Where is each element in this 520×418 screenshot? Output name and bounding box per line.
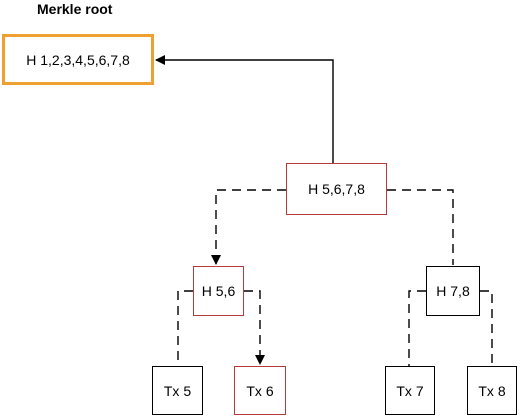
edge-h5678-to-h78 <box>387 189 454 265</box>
node-tx5[interactable]: Tx 5 <box>152 366 203 415</box>
node-tx6[interactable]: Tx 6 <box>234 366 286 415</box>
node-merkle-root[interactable]: H 1,2,3,4,5,6,7,8 <box>2 34 154 85</box>
edge-h56-to-tx5 <box>177 290 193 366</box>
node-h5678-label: H 5,6,7,8 <box>308 181 365 197</box>
node-tx7-label: Tx 7 <box>396 382 424 399</box>
node-tx5-label: Tx 5 <box>163 382 192 399</box>
node-h56-label: H 5,6 <box>201 283 236 299</box>
edge-h78-to-tx7 <box>408 290 426 366</box>
diagram-title: Merkle root <box>37 1 113 17</box>
edge-h5678-to-root <box>155 55 334 163</box>
edge-h78-to-tx8 <box>480 290 493 366</box>
node-h5678[interactable]: H 5,6,7,8 <box>286 163 387 215</box>
edge-h56-to-tx6 <box>244 290 265 365</box>
node-merkle-root-label: H 1,2,3,4,5,6,7,8 <box>26 51 130 68</box>
node-h56[interactable]: H 5,6 <box>193 266 244 316</box>
node-tx6-label: Tx 6 <box>246 382 274 399</box>
node-tx8[interactable]: Tx 8 <box>467 366 517 415</box>
node-tx8-label: Tx 8 <box>478 382 506 399</box>
node-h78-label: H 7,8 <box>436 283 470 299</box>
edge-h5678-to-h56 <box>211 189 286 265</box>
node-tx7[interactable]: Tx 7 <box>385 366 435 415</box>
node-h78[interactable]: H 7,8 <box>426 266 480 316</box>
